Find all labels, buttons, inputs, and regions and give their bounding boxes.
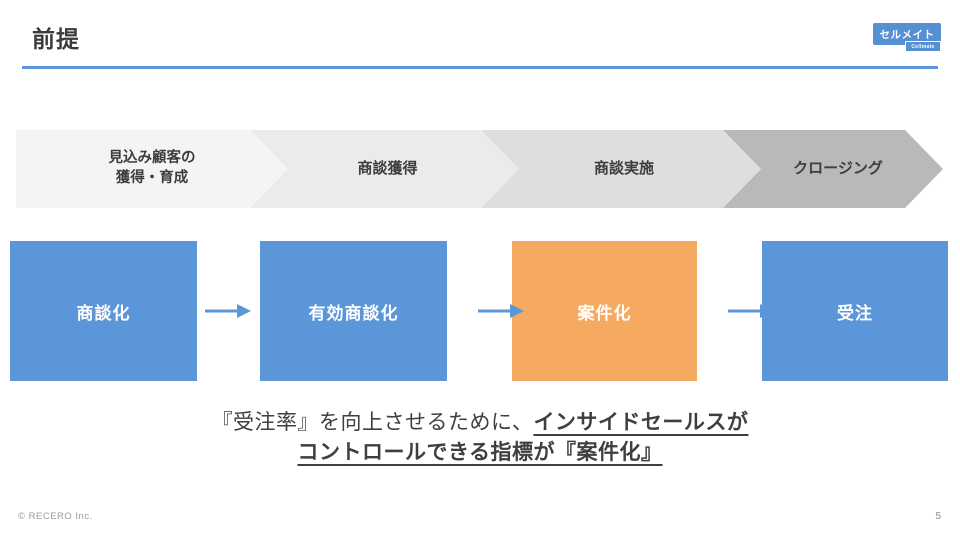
funnel-box-deal-created-highlight: 案件化: [512, 241, 697, 381]
copyright-text: © RECERO Inc.: [18, 511, 93, 522]
funnel-box-valid-meeting: 有効商談化: [260, 241, 447, 381]
chevron-stage-1: [16, 130, 288, 208]
chevron-stage-4: [723, 130, 943, 208]
chevron-shapes: [16, 130, 943, 208]
right-arrow-icon: [728, 304, 774, 318]
key-message-emphasis-line1: インサイドセールスが: [533, 411, 749, 434]
stage-label-lead-gen: 見込み顧客の 獲得・育成: [108, 150, 196, 186]
key-message-emphasis-line2: コントロールできる指標が『案件化』: [297, 441, 663, 464]
page-number: 5: [935, 511, 941, 522]
key-message-prefix: 『受注率』を向上させるために、: [211, 411, 534, 434]
stage-label-closing: クロージング: [793, 159, 883, 177]
stage-label-meeting-execution: 商談実施: [593, 159, 654, 177]
page-title: 前提: [32, 26, 80, 52]
company-logo: セルメイト Cellmate: [873, 23, 941, 54]
title-underline-rule: [22, 66, 938, 69]
funnel-box-order-won: 受注: [762, 241, 948, 381]
sales-process-chevron-band: 見込み顧客の 獲得・育成 商談獲得 商談実施 クロージング: [16, 130, 945, 208]
right-arrow-icon: [205, 304, 251, 318]
key-message: 『受注率』を向上させるために、インサイドセールスが コントロールできる指標が『案…: [0, 408, 960, 468]
right-arrow-icon: [478, 304, 524, 318]
chevron-stage-2: [250, 130, 519, 208]
logo-wordmark: セルメイト: [873, 23, 941, 45]
funnel-box-meeting-created: 商談化: [10, 241, 197, 381]
logo-sub-tag: Cellmate: [905, 41, 941, 52]
stage-label-meeting-acquisition: 商談獲得: [357, 159, 418, 177]
chevron-stage-3: [481, 130, 761, 208]
